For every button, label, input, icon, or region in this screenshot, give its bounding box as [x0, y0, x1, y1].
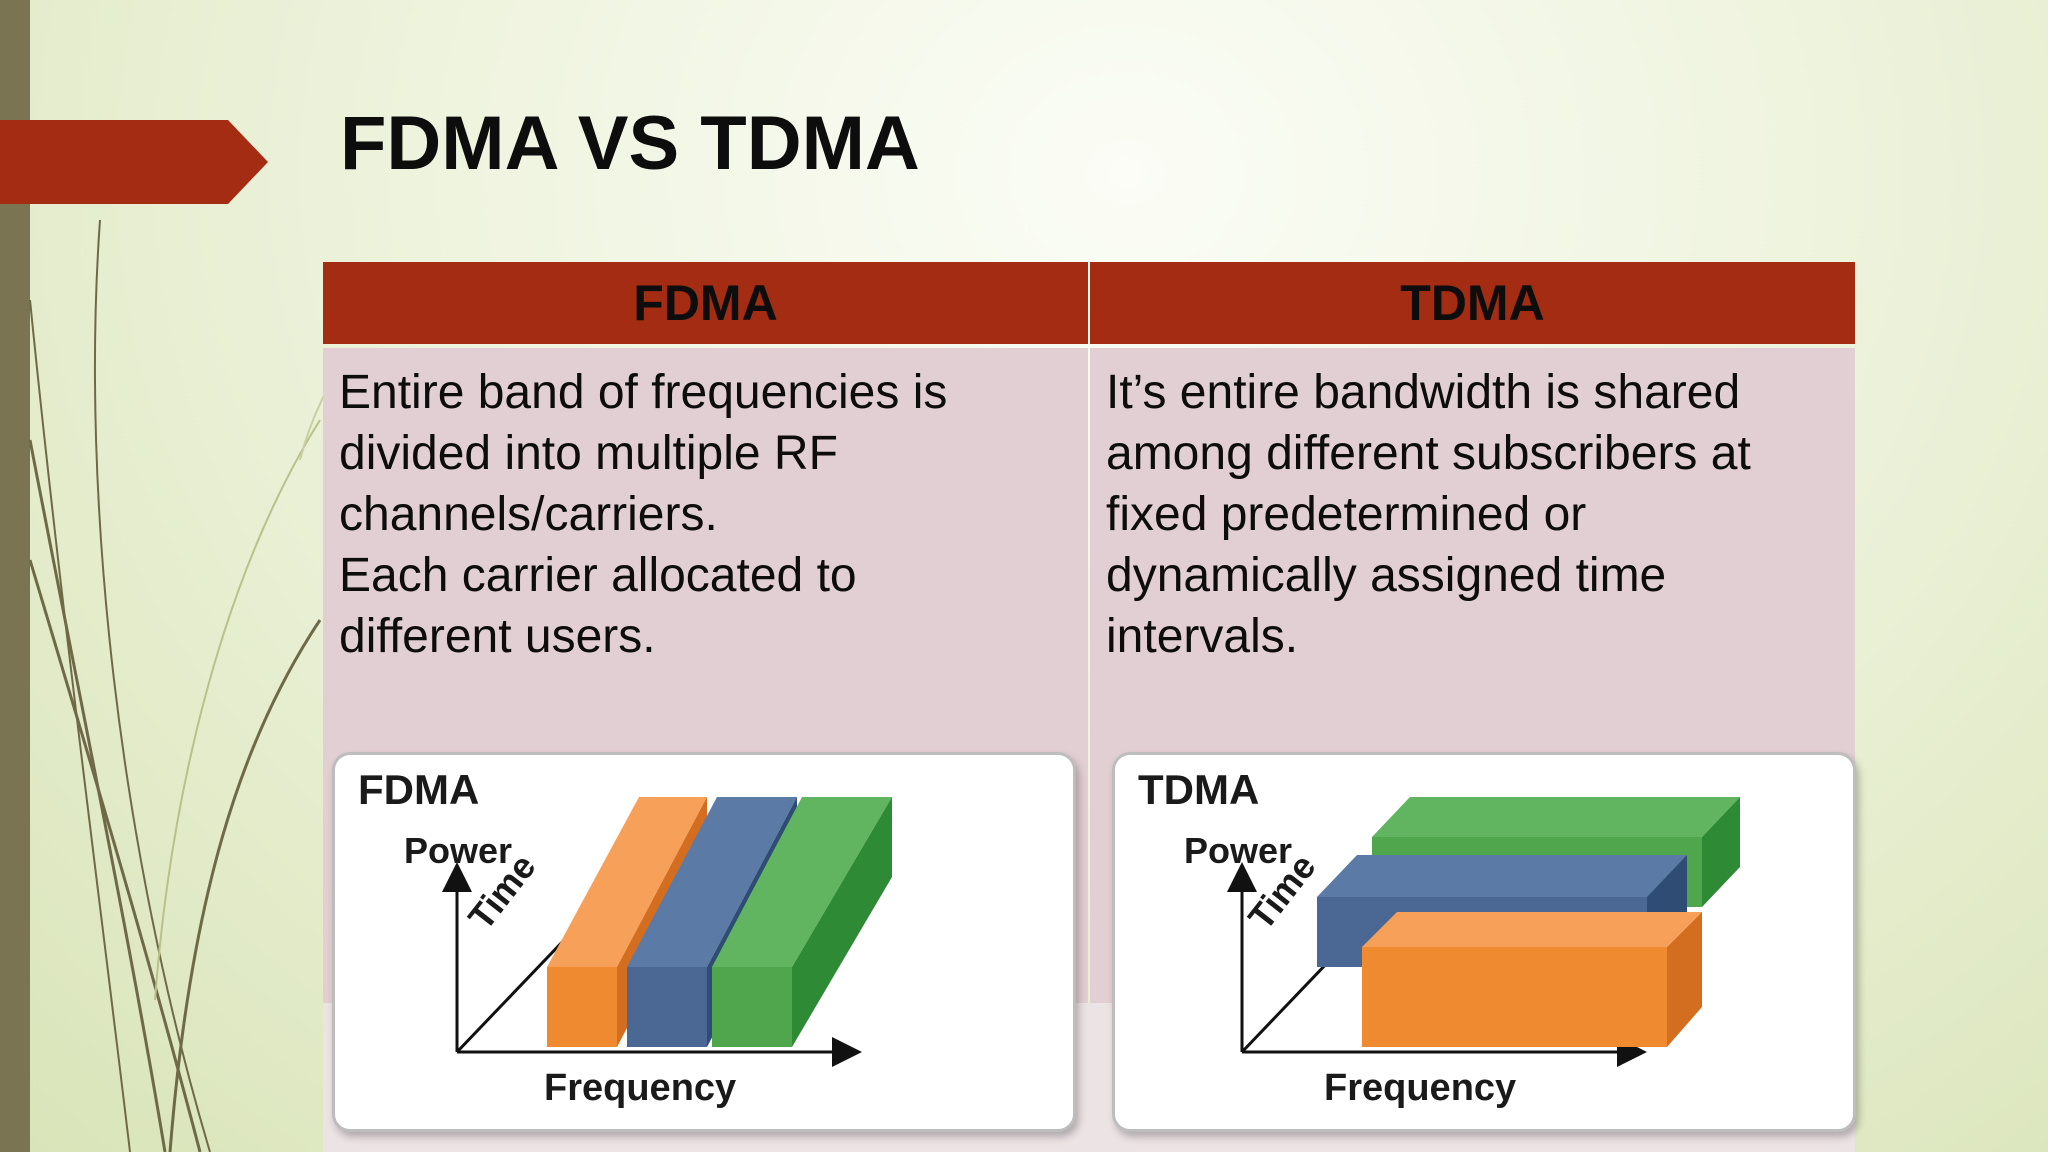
tdma-line: fixed predetermined or: [1106, 488, 1587, 541]
tdma-power-label: Power: [1184, 830, 1293, 871]
slide-title: FDMA VS TDMA: [340, 101, 920, 186]
fdma-diagram-title: FDMA: [358, 766, 480, 813]
tdma-diagram-title: TDMA: [1138, 766, 1260, 813]
tdma-line: among different subscribers at: [1106, 427, 1751, 480]
fdma-line: divided into multiple RF: [339, 427, 838, 480]
fdma-power-label: Power: [404, 830, 513, 871]
title-arrow-shape: [0, 120, 268, 204]
fdma-line: Each carrier allocated to: [339, 549, 857, 602]
tdma-line: dynamically assigned time: [1106, 549, 1667, 602]
header-fdma: FDMA: [323, 262, 1088, 344]
decorative-lines: [28, 219, 330, 1152]
fdma-diagram-graphic: [442, 797, 892, 1067]
fdma-line: Entire band of frequencies is: [339, 366, 948, 419]
fdma-line: different users.: [339, 610, 656, 663]
tdma-diagram-graphic: [1227, 797, 1740, 1067]
tdma-line: It’s entire bandwidth is shared: [1106, 366, 1741, 419]
header-tdma: TDMA: [1090, 262, 1855, 344]
tdma-line: intervals.: [1106, 610, 1299, 663]
tdma-frequency-label: Frequency: [1324, 1067, 1517, 1109]
fdma-diagram: FDMA Power Time Frequency: [332, 752, 1076, 1132]
tdma-diagram: TDMA Power Time Frequency: [1112, 752, 1856, 1132]
fdma-line: channels/carriers.: [339, 488, 718, 541]
fdma-frequency-label: Frequency: [544, 1067, 737, 1109]
